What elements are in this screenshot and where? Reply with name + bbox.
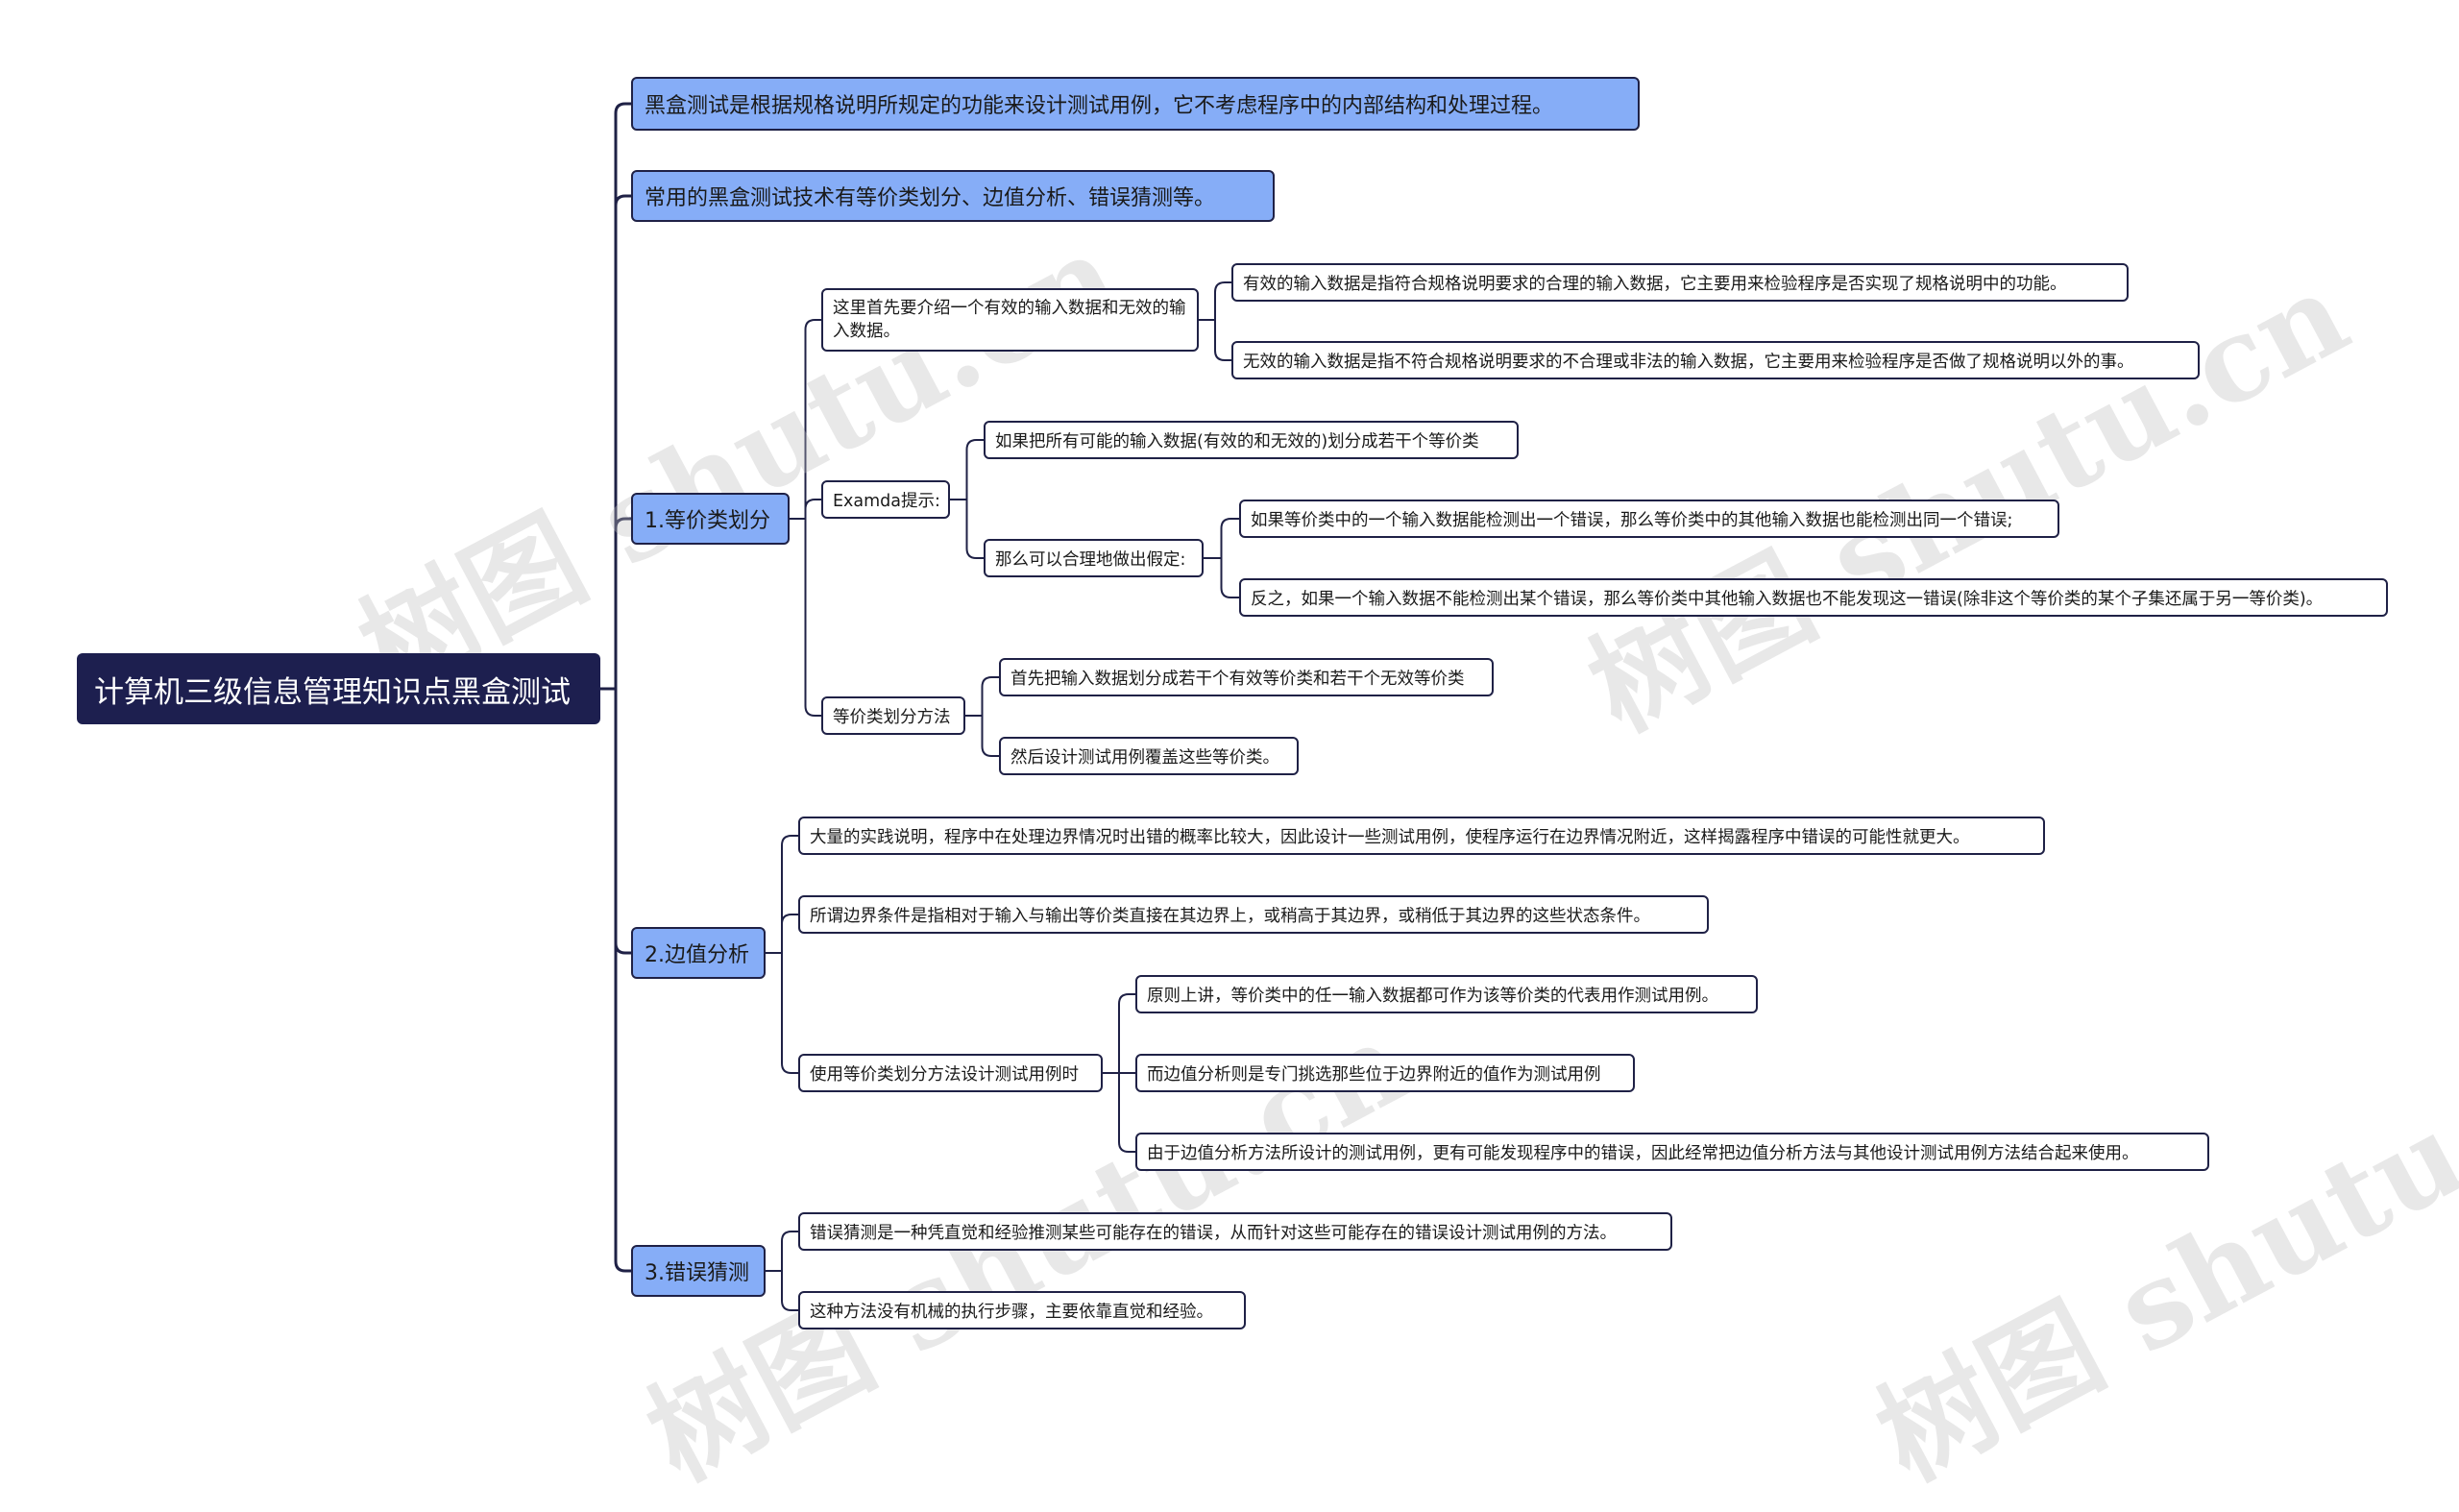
leaf-assumption-not-detects[interactable]: 反之，如果一个输入数据不能检测出某个错误，那么等价类中其他输入数据也不能发现这一… bbox=[1239, 578, 2388, 617]
leaf-invalid-input[interactable]: 无效的输入数据是指不符合规格说明要求的不合理或非法的输入数据，它主要用来检验程序… bbox=[1231, 341, 2200, 379]
subtopic-assumption[interactable]: 那么可以合理地做出假定: bbox=[984, 539, 1204, 577]
leaf-error-guessing-intuition[interactable]: 这种方法没有机械的执行步骤，主要依靠直觉和经验。 bbox=[798, 1291, 1246, 1329]
connector-line bbox=[804, 499, 821, 519]
connector-line bbox=[1220, 518, 1239, 558]
connector-group bbox=[600, 102, 631, 1273]
connector-line bbox=[781, 953, 798, 1074]
connector-lines bbox=[600, 102, 1239, 1311]
topic-intro-definition[interactable]: 黑盒测试是根据规格说明所规定的功能来设计测试用例，它不考虑程序中的内部结构和处理… bbox=[631, 77, 1640, 131]
mind-map-canvas: 树图 shutu.cn 树图 shutu.cn 树图 shutu.cn 树图 s… bbox=[77, 77, 2459, 1506]
leaf-error-guessing-definition[interactable]: 错误猜测是一种凭直觉和经验推测某些可能存在的错误，从而针对这些可能存在的错误设计… bbox=[798, 1212, 1672, 1251]
connector-line bbox=[781, 1231, 798, 1271]
connector-line bbox=[1220, 558, 1239, 598]
connector-line bbox=[781, 835, 798, 953]
topic-equivalence-partitioning[interactable]: 1.等价类划分 bbox=[631, 493, 790, 545]
connector-line bbox=[614, 194, 631, 689]
connector-line bbox=[1118, 993, 1135, 1073]
leaf-combine-methods[interactable]: 由于边值分析方法所设计的测试用例，更有可能发现程序中的错误，因此经常把边值分析方… bbox=[1135, 1133, 2209, 1171]
topic-error-guessing[interactable]: 3.错误猜测 bbox=[631, 1245, 766, 1297]
connector-line bbox=[1214, 320, 1231, 361]
connector-group bbox=[1199, 281, 1231, 361]
connector-line bbox=[614, 689, 631, 955]
subtopic-valid-invalid-intro[interactable]: 这里首先要介绍一个有效的输入数据和无效的输入数据。 bbox=[821, 288, 1199, 352]
leaf-boundary-conditions[interactable]: 所谓边界条件是指相对于输入与输出等价类直接在其边界上，或稍高于其边界，或稍低于其… bbox=[798, 895, 1709, 934]
leaf-boundary-practice[interactable]: 大量的实践说明，程序中在处理边界情况时出错的概率比较大，因此设计一些测试用例，使… bbox=[798, 817, 2045, 855]
connector-group bbox=[766, 1231, 798, 1311]
connector-line bbox=[614, 102, 631, 689]
connector-line bbox=[781, 914, 798, 953]
connector-group bbox=[790, 319, 821, 717]
connector-line bbox=[804, 519, 821, 717]
connector-line bbox=[1118, 1073, 1135, 1153]
connector-line bbox=[804, 319, 821, 519]
connector-group bbox=[1204, 518, 1239, 598]
leaf-any-representative[interactable]: 原则上讲，等价类中的任一输入数据都可作为该等价类的代表用作测试用例。 bbox=[1135, 975, 1758, 1013]
subtopic-using-partition[interactable]: 使用等价类划分方法设计测试用例时 bbox=[798, 1054, 1103, 1092]
leaf-valid-input[interactable]: 有效的输入数据是指符合规格说明要求的合理的输入数据，它主要用来检验程序是否实现了… bbox=[1231, 263, 2129, 302]
connector-group bbox=[766, 835, 798, 1074]
connector-group bbox=[965, 676, 999, 757]
leaf-boundary-values[interactable]: 而边值分析则是专门挑选那些位于边界附近的值作为测试用例 bbox=[1135, 1054, 1635, 1092]
connector-line bbox=[1214, 281, 1231, 320]
topic-boundary-analysis[interactable]: 2.边值分析 bbox=[631, 927, 766, 979]
leaf-assumption-detects[interactable]: 如果等价类中的一个输入数据能检测出一个错误，那么等价类中的其他输入数据也能检测出… bbox=[1239, 500, 2059, 538]
leaf-partition-all-inputs[interactable]: 如果把所有可能的输入数据(有效的和无效的)划分成若干个等价类 bbox=[984, 421, 1519, 459]
root-topic[interactable]: 计算机三级信息管理知识点黑盒测试 bbox=[77, 653, 600, 724]
leaf-method-step1[interactable]: 首先把输入数据划分成若干个有效等价类和若干个无效等价类 bbox=[999, 658, 1494, 696]
connector-line bbox=[614, 689, 631, 1273]
connector-line bbox=[965, 439, 984, 500]
subtopic-examda-tip[interactable]: Examda提示: bbox=[821, 480, 950, 519]
connector-group bbox=[1103, 993, 1135, 1153]
subtopic-partition-method[interactable]: 等价类划分方法 bbox=[821, 696, 965, 735]
connector-group bbox=[950, 439, 984, 559]
topic-intro-techniques[interactable]: 常用的黑盒测试技术有等价类划分、边值分析、错误猜测等。 bbox=[631, 170, 1275, 222]
connector-line bbox=[614, 517, 631, 689]
connector-line bbox=[981, 676, 999, 716]
leaf-method-step2[interactable]: 然后设计测试用例覆盖这些等价类。 bbox=[999, 737, 1299, 775]
connector-line bbox=[981, 716, 999, 757]
connector-line bbox=[781, 1271, 798, 1311]
connector-line bbox=[965, 500, 984, 559]
